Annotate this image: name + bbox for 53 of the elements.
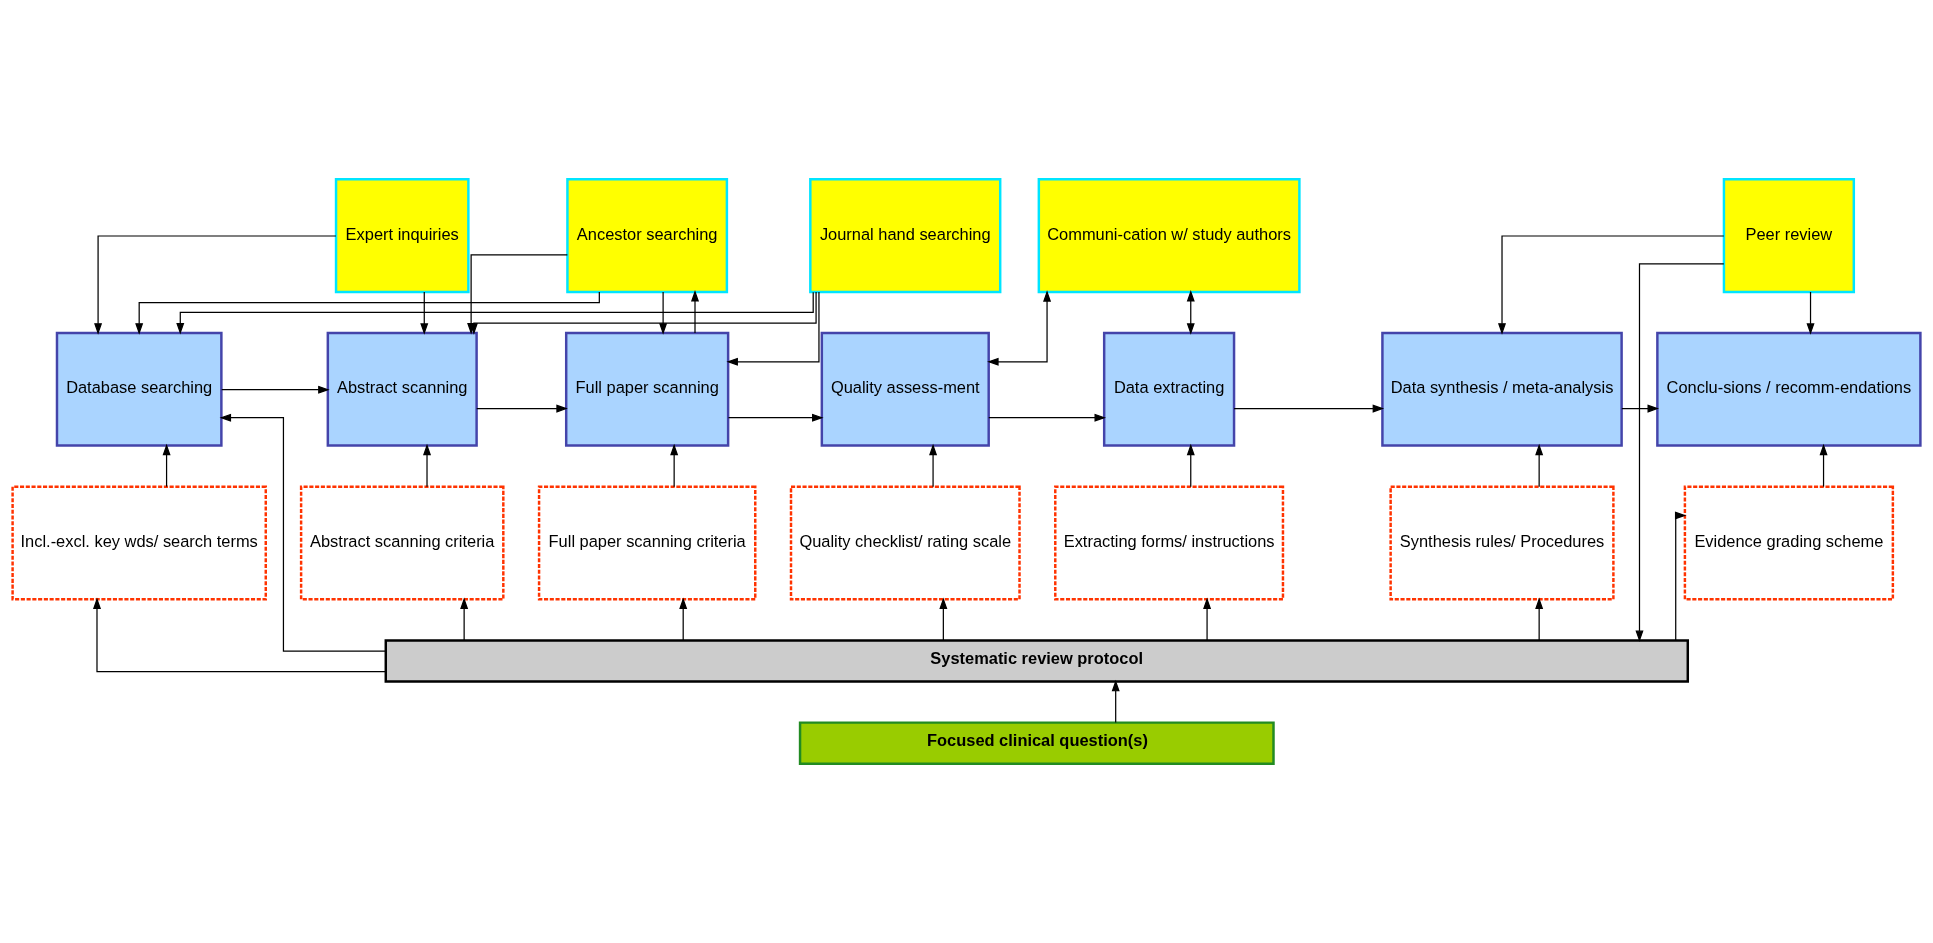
arrow bbox=[726, 291, 820, 366]
node-box: Quality assess-ment bbox=[820, 331, 990, 447]
arrow bbox=[1186, 290, 1195, 335]
arrow bbox=[1233, 404, 1385, 413]
arrow bbox=[1203, 597, 1212, 641]
arrow bbox=[1535, 443, 1544, 488]
node-box: Data synthesis / meta-analysis bbox=[1381, 331, 1623, 447]
arrow bbox=[939, 597, 948, 641]
node-box: Extracting forms/ instructions bbox=[1054, 485, 1285, 601]
arrow bbox=[1186, 443, 1195, 488]
arrow bbox=[1535, 597, 1544, 641]
node-box: Systematic review protocol bbox=[384, 639, 1689, 683]
arrow bbox=[988, 413, 1106, 422]
node-box: Evidence grading scheme bbox=[1683, 485, 1895, 601]
node-box: Synthesis rules/ Procedures bbox=[1389, 485, 1615, 601]
node-box: Abstract scanning bbox=[326, 331, 478, 447]
arrow bbox=[987, 290, 1052, 366]
node-box: Full paper scanning criteria bbox=[537, 485, 757, 601]
node-box: Quality checklist/ rating scale bbox=[789, 485, 1021, 601]
node-box: Communi-cation w/ study authors bbox=[1037, 178, 1301, 294]
node-box: Data extracting bbox=[1102, 331, 1236, 447]
arrow bbox=[221, 385, 330, 394]
arrow bbox=[1498, 235, 1725, 335]
node-box: Peer review bbox=[1722, 178, 1856, 294]
arrow bbox=[420, 291, 429, 335]
arrow bbox=[690, 290, 700, 334]
arrow bbox=[1674, 511, 1687, 641]
arrow bbox=[423, 443, 432, 488]
arrow bbox=[679, 597, 688, 641]
arrow bbox=[94, 235, 337, 335]
node-box: Expert inquiries bbox=[334, 178, 470, 294]
node-box: Incl.-excl. key wds/ search terms bbox=[11, 485, 267, 601]
node-box: Conclu-sions / recomm-endations bbox=[1656, 331, 1922, 447]
arrow bbox=[1635, 263, 1725, 643]
node-box: Abstract scanning criteria bbox=[299, 485, 505, 601]
arrow bbox=[1111, 679, 1120, 724]
arrow bbox=[1819, 443, 1828, 488]
arrow bbox=[727, 413, 824, 422]
arrow bbox=[219, 413, 387, 652]
arrow bbox=[460, 597, 469, 641]
arrow bbox=[92, 597, 387, 673]
arrow bbox=[929, 443, 938, 488]
node-box: Journal hand searching bbox=[809, 178, 1002, 294]
node-box: Database searching bbox=[55, 331, 223, 447]
arrow bbox=[1806, 291, 1815, 335]
arrow bbox=[1621, 404, 1660, 413]
arrow bbox=[476, 404, 568, 413]
arrow bbox=[162, 443, 171, 488]
arrow bbox=[659, 291, 668, 335]
node-box: Full paper scanning bbox=[564, 331, 730, 447]
arrow bbox=[670, 443, 679, 488]
node-box: Focused clinical question(s) bbox=[798, 721, 1275, 765]
node-box: Ancestor searching bbox=[566, 178, 729, 294]
